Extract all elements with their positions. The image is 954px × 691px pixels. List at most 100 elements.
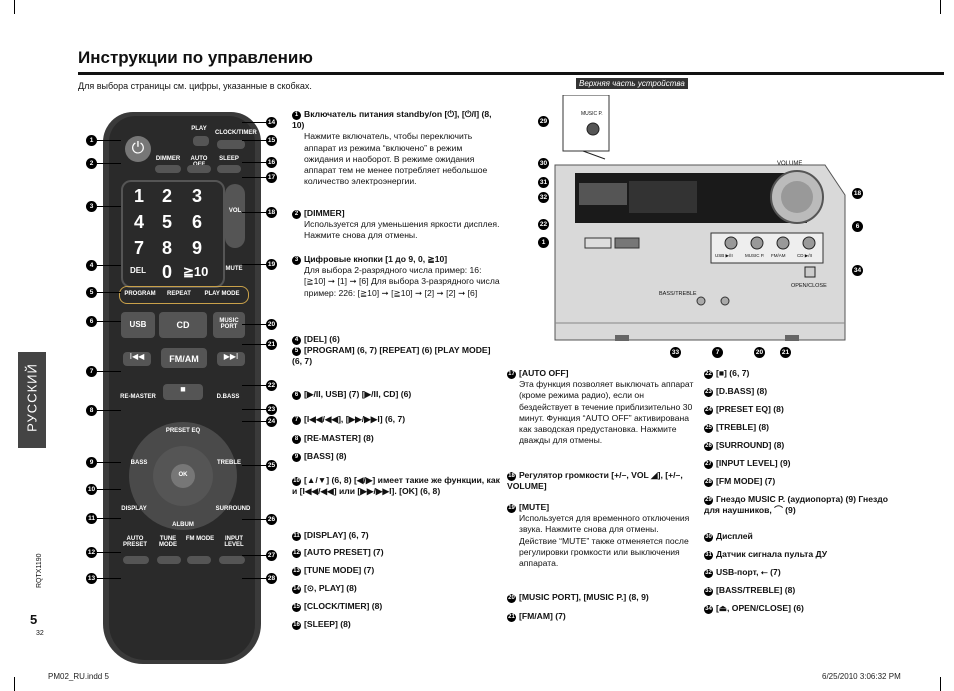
skip-back-button: I◀◀ [123, 352, 151, 366]
callout-23: 23 [266, 404, 277, 415]
description-item-17: 17[AUTO OFF]Эта функция позволяет выключ… [507, 368, 697, 446]
callout-2: 2 [86, 158, 97, 169]
device-callout-32: 32 [538, 192, 549, 203]
page-title: Инструкции по управлению [78, 48, 313, 67]
device-callout-29: 29 [538, 116, 549, 127]
item-heading: [BASS/TREBLE] (8) [716, 585, 796, 595]
item-heading: [AUTO PRESET] (7) [304, 547, 384, 557]
callout-leader [242, 324, 266, 325]
item-description: Эта функция позволяет выключать аппарат … [519, 379, 694, 446]
power-icon: ⏻ [125, 136, 151, 162]
callout-leader [242, 212, 266, 213]
device-callout-33: 33 [670, 347, 681, 358]
callout-15: 15 [266, 135, 277, 146]
program-group-frame [119, 286, 249, 304]
callout-leader [242, 162, 266, 163]
cd-button [159, 312, 207, 338]
item-heading: Включатель питания standby/on [⏻], [⏻/I]… [292, 109, 492, 131]
callout-leader [97, 410, 121, 411]
surround-label: SURROUND [215, 506, 251, 512]
fmam-label: FM/AM [169, 354, 199, 364]
stop-button: ■ [163, 384, 203, 400]
mute-label: MUTE [225, 266, 243, 272]
item-heading: [AUTO OFF] [519, 368, 569, 378]
bass-label: BASS [130, 460, 148, 466]
description-item-14: 14[⊙, PLAY] (8) [292, 583, 502, 594]
page-sub-number: 32 [36, 630, 44, 637]
crop-mark [14, 677, 15, 691]
callout-number: 6 [292, 391, 301, 400]
callout-number: 20 [507, 594, 516, 603]
ok-label: OK [178, 472, 188, 478]
digit-8: 8 [161, 238, 172, 258]
item-heading: [MUTE] [519, 502, 550, 512]
item-heading: [⏏, OPEN/CLOSE] (6) [716, 603, 804, 613]
digit-3: 3 [191, 186, 202, 206]
description-item-5: 5[PROGRAM] (6, 7) [REPEAT] (6) [PLAY MOD… [292, 345, 502, 367]
description-item-13: 13[TUNE MODE] (7) [292, 565, 502, 576]
device-callout-31: 31 [538, 177, 549, 188]
callout-leader [97, 206, 121, 207]
callout-number: 27 [704, 460, 713, 469]
item-heading: [DIMMER] [304, 208, 345, 218]
item-heading: [INPUT LEVEL] (9) [716, 458, 791, 468]
callout-20: 20 [266, 319, 277, 330]
language-tab-label: РУССКИЙ [24, 363, 40, 432]
description-item-21: 21[FM/AM] (7) [507, 611, 697, 622]
item-heading: Цифровые кнопки [1 до 9, 0, ≧10] [304, 254, 448, 264]
callout-27: 27 [266, 550, 277, 561]
footer-left: PM02_RU.indd 5 [48, 672, 109, 681]
callout-17: 17 [266, 172, 277, 183]
callout-leader [97, 163, 121, 164]
item-heading: Регулятор громкости [+/–, VOL ◢], [+/–, … [507, 470, 683, 492]
item-heading: [TREBLE] (8) [716, 422, 769, 432]
item-heading: USB-порт, ⭠ (7) [716, 567, 781, 577]
item-heading: [FM/AM] (7) [519, 611, 566, 621]
usb-label: USB [129, 320, 147, 329]
item-heading: [SURROUND] (8) [716, 440, 785, 450]
remaster-label: RE-MASTER [120, 394, 156, 400]
callout-1: 1 [86, 135, 97, 146]
crop-mark [940, 677, 941, 691]
digit-4: 4 [133, 212, 144, 232]
remote-control-illustration: ⏻ PLAY CLOCK/TIMER DIMMER AUTO OFF SLEEP… [103, 112, 261, 664]
description-item-23: 23[D.BASS] (8) [704, 386, 904, 397]
device-illustration: VOLUME BASS/TREBLE OPEN/CLOSE MUSIC P. U… [515, 94, 861, 355]
item-heading: [RE-MASTER] (8) [304, 433, 374, 443]
description-item-9: 9[BASS] (8) [292, 451, 502, 462]
digit-10plus: ≧10 [183, 264, 209, 279]
device-callout-21: 21 [780, 347, 791, 358]
callout-number: 21 [507, 613, 516, 622]
display-label: DISPLAY [121, 506, 147, 512]
callout-number: 9 [292, 453, 301, 462]
digit-9: 9 [191, 238, 202, 258]
device-callout-18: 18 [852, 188, 863, 199]
callout-number: 7 [292, 416, 301, 425]
description-item-10: 10[▲/▼] (6, 8) [◀/▶] имеет такие же функ… [292, 475, 502, 497]
callout-leader [97, 462, 121, 463]
description-item-7: 7[I◀◀/◀◀], [▶▶/▶▶I] (6, 7) [292, 414, 502, 425]
music-p-top-label: MUSIC P. [581, 111, 603, 117]
sleep-button [217, 165, 241, 173]
language-tab: РУССКИЙ [18, 352, 46, 448]
callout-leader [242, 344, 266, 345]
callout-6: 6 [86, 316, 97, 327]
callout-number: 2 [292, 210, 301, 219]
description-item-19: 19[MUTE]Используется для временного откл… [507, 502, 697, 569]
callout-leader [242, 177, 266, 178]
callout-number: 4 [292, 336, 301, 345]
music-port-button [213, 312, 245, 338]
callout-number: 32 [704, 569, 713, 578]
description-item-4: 4[DEL] (6) [292, 334, 502, 345]
callout-number: 8 [292, 435, 301, 444]
item-heading: [⊙, PLAY] (8) [304, 583, 357, 593]
preset-eq-label: PRESET EQ [165, 428, 201, 434]
item-heading: [SLEEP] (8) [304, 619, 351, 629]
ok-button [171, 464, 195, 488]
fmam-button [161, 348, 207, 368]
callout-3: 3 [86, 201, 97, 212]
crop-mark [14, 0, 15, 14]
callout-number: 30 [704, 533, 713, 542]
callout-16: 16 [266, 157, 277, 168]
